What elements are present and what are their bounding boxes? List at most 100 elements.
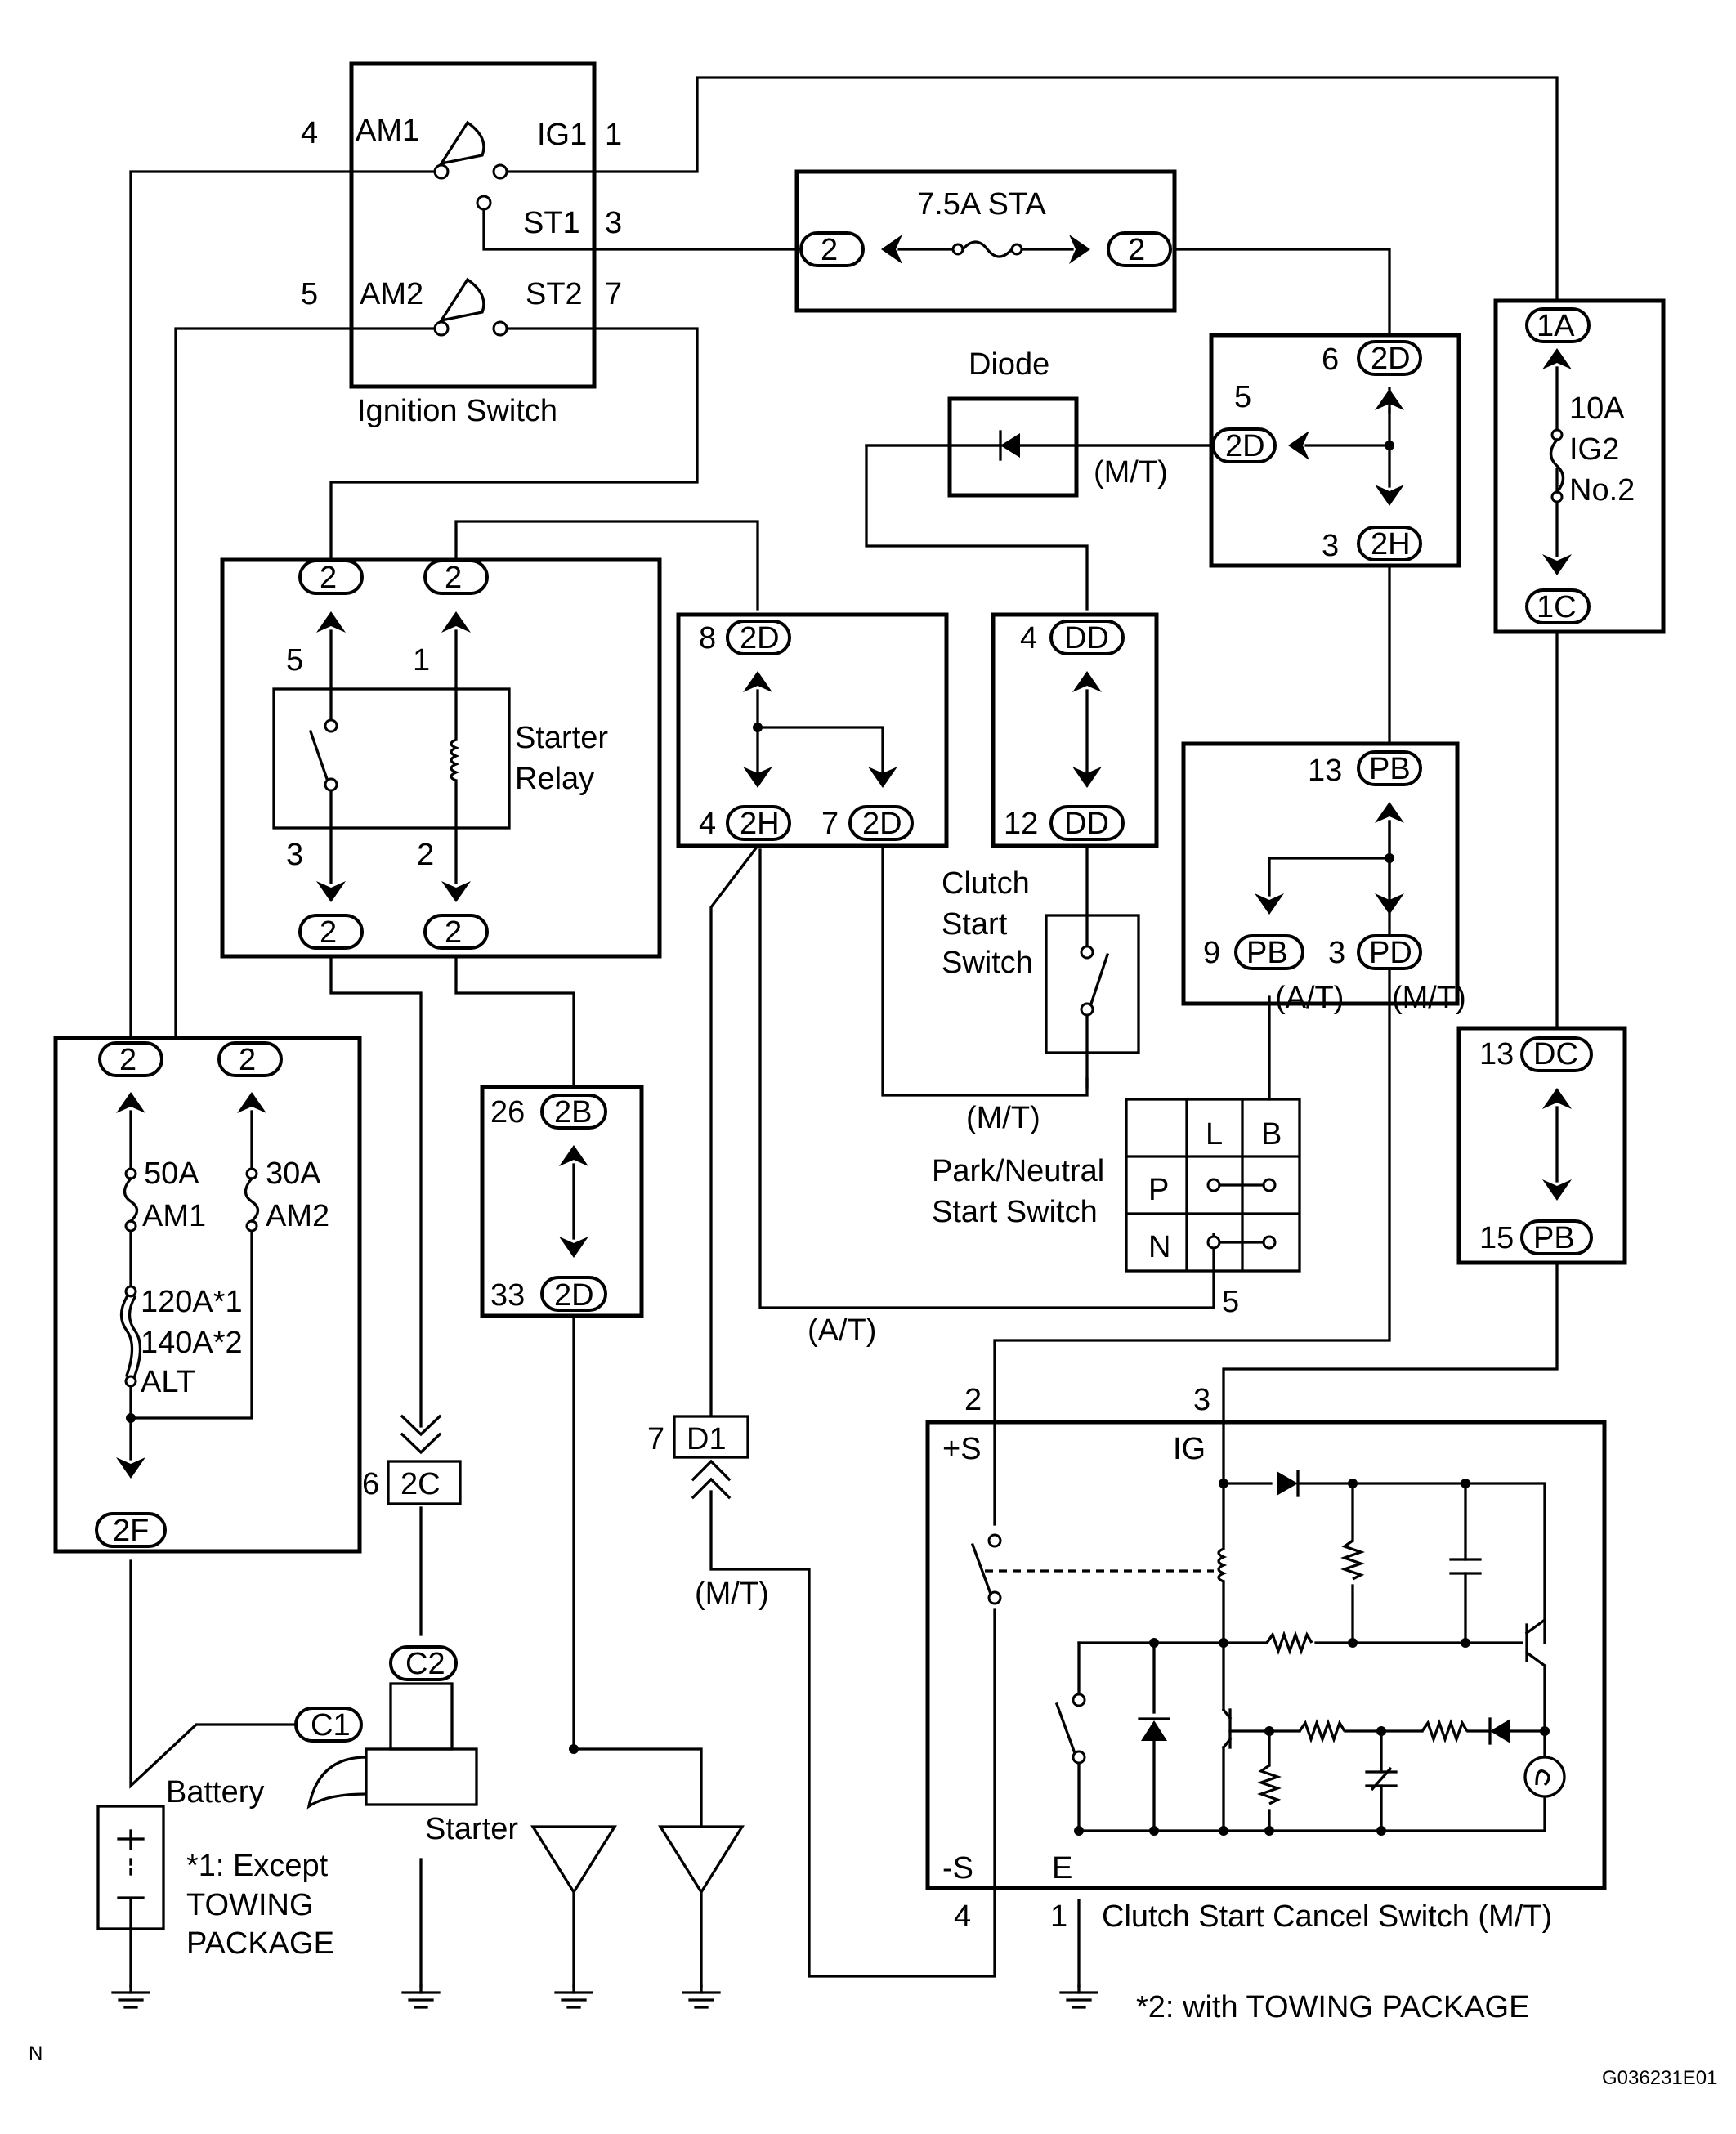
svg-text:5: 5 (1222, 1285, 1239, 1319)
svg-text:AM2: AM2 (360, 277, 423, 311)
starter-relay: 2 2 5 1 Starter Relay 3 2 2 2 (220, 557, 662, 959)
svg-text:DD: DD (1064, 621, 1109, 655)
junction-a: 8 2D 4 2H 7 2D (676, 612, 949, 848)
svg-text:3: 3 (1328, 936, 1345, 970)
svg-text:PB: PB (1246, 936, 1288, 970)
connector-2c: 2C 6 (362, 1414, 462, 1505)
svg-text:4: 4 (301, 116, 318, 150)
svg-text:L: L (1206, 1117, 1223, 1152)
svg-text:(M/T): (M/T) (1094, 455, 1168, 490)
junction-pb: 13 PB 9 PB 3 PD (A/T) (M/T) (1181, 741, 1466, 1015)
svg-text:Diode: Diode (969, 347, 1049, 382)
svg-text:-S: -S (942, 1851, 973, 1886)
svg-text:13: 13 (1479, 1037, 1514, 1071)
svg-text:TOWING: TOWING (186, 1888, 314, 1922)
svg-text:2: 2 (964, 1383, 982, 1417)
svg-text:6: 6 (1322, 342, 1339, 377)
svg-text:2D: 2D (740, 621, 780, 655)
svg-text:ST1: ST1 (523, 206, 580, 240)
svg-text:2B: 2B (554, 1095, 592, 1130)
fuse-ig2: 1A 1C 10A IG2 No.2 (1493, 298, 1666, 634)
svg-text:C1: C1 (311, 1708, 351, 1743)
svg-text:2: 2 (445, 915, 462, 950)
svg-text:G036231E01: G036231E01 (1602, 2067, 1717, 2089)
svg-text:N: N (1148, 1230, 1170, 1264)
svg-text:3: 3 (1193, 1383, 1210, 1417)
svg-text:(A/T): (A/T) (1275, 981, 1344, 1015)
svg-text:(M/T): (M/T) (966, 1101, 1040, 1135)
svg-text:E: E (1052, 1851, 1072, 1886)
svg-text:2C: 2C (400, 1467, 441, 1501)
svg-text:ST2: ST2 (526, 277, 583, 311)
clutch-start-switch: Clutch Start Switch (M/T) (942, 844, 1140, 1135)
svg-text:C2: C2 (405, 1647, 445, 1681)
svg-text:2H: 2H (740, 807, 780, 841)
svg-text:2F: 2F (113, 1514, 149, 1548)
svg-text:140A*2: 140A*2 (141, 1326, 243, 1360)
svg-text:2: 2 (239, 1043, 256, 1077)
svg-text:Start Switch: Start Switch (932, 1195, 1098, 1229)
svg-text:4: 4 (954, 1899, 971, 1934)
svg-text:2D: 2D (862, 807, 902, 841)
svg-text:8: 8 (699, 621, 716, 655)
svg-text:P: P (1148, 1173, 1169, 1207)
svg-text:Ignition Switch: Ignition Switch (357, 394, 557, 428)
svg-text:2: 2 (445, 561, 462, 595)
svg-text:10A: 10A (1569, 391, 1625, 426)
svg-text:1: 1 (413, 643, 430, 678)
svg-text:+S: +S (942, 1432, 982, 1466)
svg-text:1C: 1C (1537, 590, 1577, 624)
svg-text:9: 9 (1203, 936, 1220, 970)
svg-text:3: 3 (605, 206, 622, 240)
svg-text:3: 3 (286, 838, 303, 872)
svg-text:IG1: IG1 (537, 118, 587, 152)
svg-text:13: 13 (1308, 754, 1342, 788)
svg-text:(M/T): (M/T) (695, 1577, 769, 1611)
svg-text:2: 2 (320, 915, 337, 950)
svg-text:7: 7 (605, 277, 622, 311)
svg-text:1: 1 (1050, 1899, 1067, 1934)
park-neutral-start-switch: Park/Neutral Start Switch L B P N 5 (A/T… (808, 1098, 1301, 1348)
connector-d1: D1 7 (M/T) (647, 1415, 769, 1611)
battery: Battery (96, 1775, 264, 1930)
svg-text:DD: DD (1064, 807, 1109, 841)
svg-text:B: B (1261, 1117, 1282, 1152)
svg-text:AM1: AM1 (356, 114, 419, 148)
svg-text:2D: 2D (554, 1278, 594, 1313)
svg-text:2H: 2H (1371, 527, 1411, 561)
svg-text:5: 5 (286, 643, 303, 678)
svg-text:2: 2 (119, 1043, 136, 1077)
svg-text:Clutch: Clutch (942, 866, 1030, 901)
svg-text:IG2: IG2 (1569, 432, 1619, 467)
svg-text:1A: 1A (1537, 309, 1575, 343)
fuse-sta: 7.5A STA 2 2 (794, 169, 1177, 313)
diode: Diode (M/T) (865, 347, 1224, 498)
svg-text:PD: PD (1369, 936, 1412, 970)
svg-text:PB: PB (1369, 752, 1411, 786)
svg-text:2: 2 (417, 838, 434, 872)
svg-text:Relay: Relay (515, 762, 594, 796)
svg-text:Start: Start (942, 907, 1008, 942)
svg-text:*2: with TOWING PACKAGE: *2: with TOWING PACKAGE (1136, 1990, 1529, 2024)
svg-text:2: 2 (320, 561, 337, 595)
svg-text:33: 33 (490, 1278, 525, 1313)
svg-text:D1: D1 (687, 1422, 727, 1456)
svg-text:DC: DC (1533, 1037, 1578, 1071)
svg-text:IG: IG (1173, 1432, 1206, 1466)
svg-text:7: 7 (647, 1422, 664, 1456)
svg-text:N: N (29, 2042, 43, 2065)
wires (129, 76, 1559, 1988)
svg-text:PACKAGE: PACKAGE (186, 1926, 334, 1961)
notes: *1: Except TOWING PACKAGE *2: with TOWIN… (29, 1849, 1717, 2089)
svg-text:Starter: Starter (425, 1812, 518, 1846)
starter: C1 C2 Starter (294, 1645, 518, 1846)
svg-text:2D: 2D (1225, 429, 1265, 463)
svg-text:Switch: Switch (942, 946, 1033, 980)
svg-text:1: 1 (605, 118, 622, 152)
svg-text:2: 2 (821, 233, 838, 267)
svg-text:4: 4 (1020, 621, 1037, 655)
svg-text:5: 5 (1234, 380, 1251, 414)
svg-text:Clutch Start Cancel Switch (M/: Clutch Start Cancel Switch (M/T) (1102, 1899, 1552, 1934)
svg-text:(A/T): (A/T) (808, 1313, 876, 1348)
